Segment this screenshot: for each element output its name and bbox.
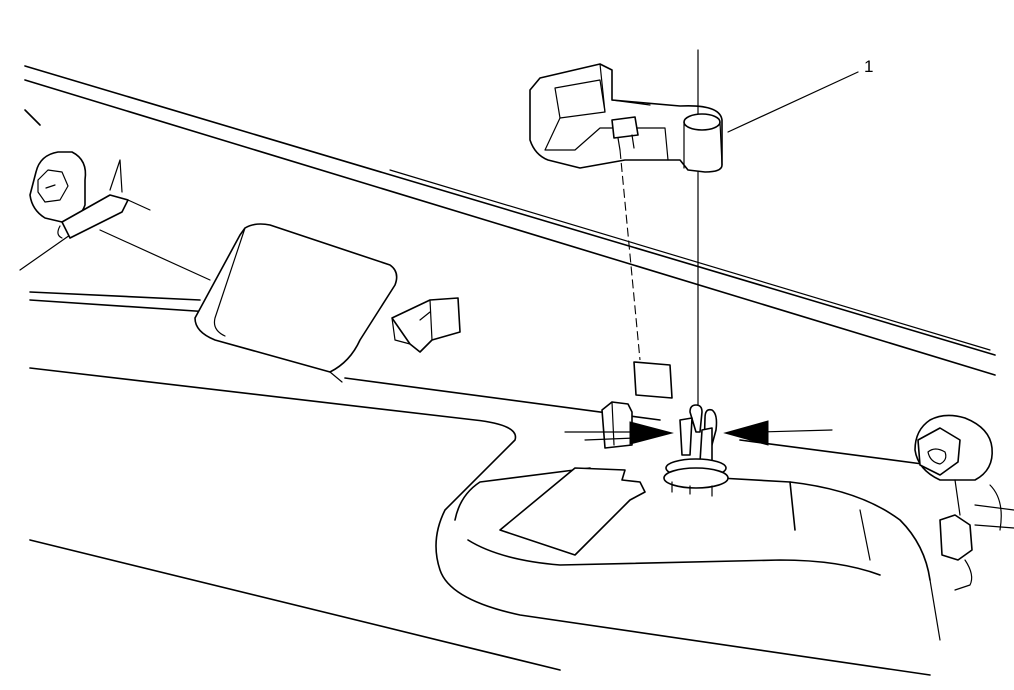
- headliner-pad: [194, 223, 398, 383]
- push-in-retainer-clip: [663, 404, 729, 497]
- headliner-slot: [633, 361, 673, 399]
- pad-clip-tab: [391, 297, 461, 353]
- headliner-panel: [19, 109, 931, 676]
- squeeze-arrows: [564, 420, 833, 446]
- callout-number: 1: [864, 57, 873, 76]
- left-sunshade-mount: [29, 151, 151, 239]
- alignment-lines: [619, 49, 699, 411]
- left-squeeze-arrow: [629, 421, 674, 445]
- right-sunshade-mount: [914, 414, 1014, 591]
- headliner-locator-tab: [601, 401, 633, 449]
- headliner-opening: [499, 467, 646, 556]
- roof-panel-edge: [24, 65, 996, 376]
- callout-1: 1: [727, 57, 873, 133]
- retainer-bracket: [529, 63, 723, 173]
- right-squeeze-arrow: [723, 420, 769, 446]
- headliner-recess: [454, 467, 941, 641]
